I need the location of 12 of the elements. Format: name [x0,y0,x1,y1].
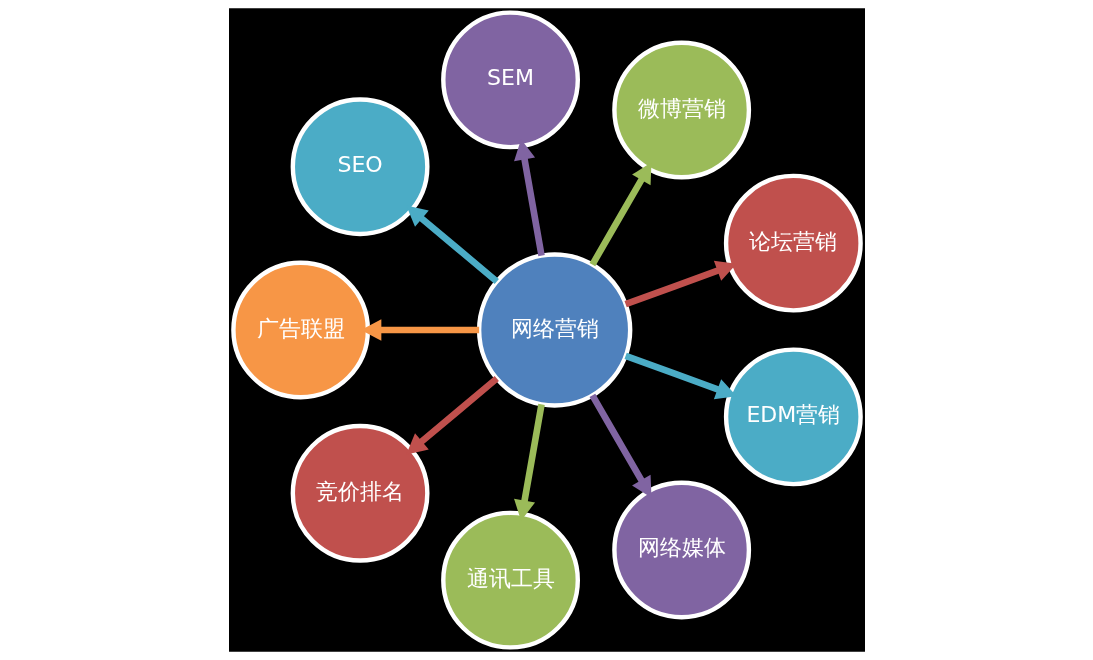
node-circle: 通讯工具 [440,510,580,650]
node-circle: 广告联盟 [230,260,370,400]
arrow [589,162,651,267]
node-circle: 网络媒体 [611,480,751,620]
arrow [405,376,499,455]
node-circle: SEM [440,10,580,150]
arrow [589,393,651,498]
node-circle: EDM营销 [723,347,863,487]
node-circle: 论坛营销 [723,173,863,313]
node-circle: 微博营销 [611,40,751,180]
arrow [405,205,499,284]
node-circle: 网络营销 [476,252,632,408]
